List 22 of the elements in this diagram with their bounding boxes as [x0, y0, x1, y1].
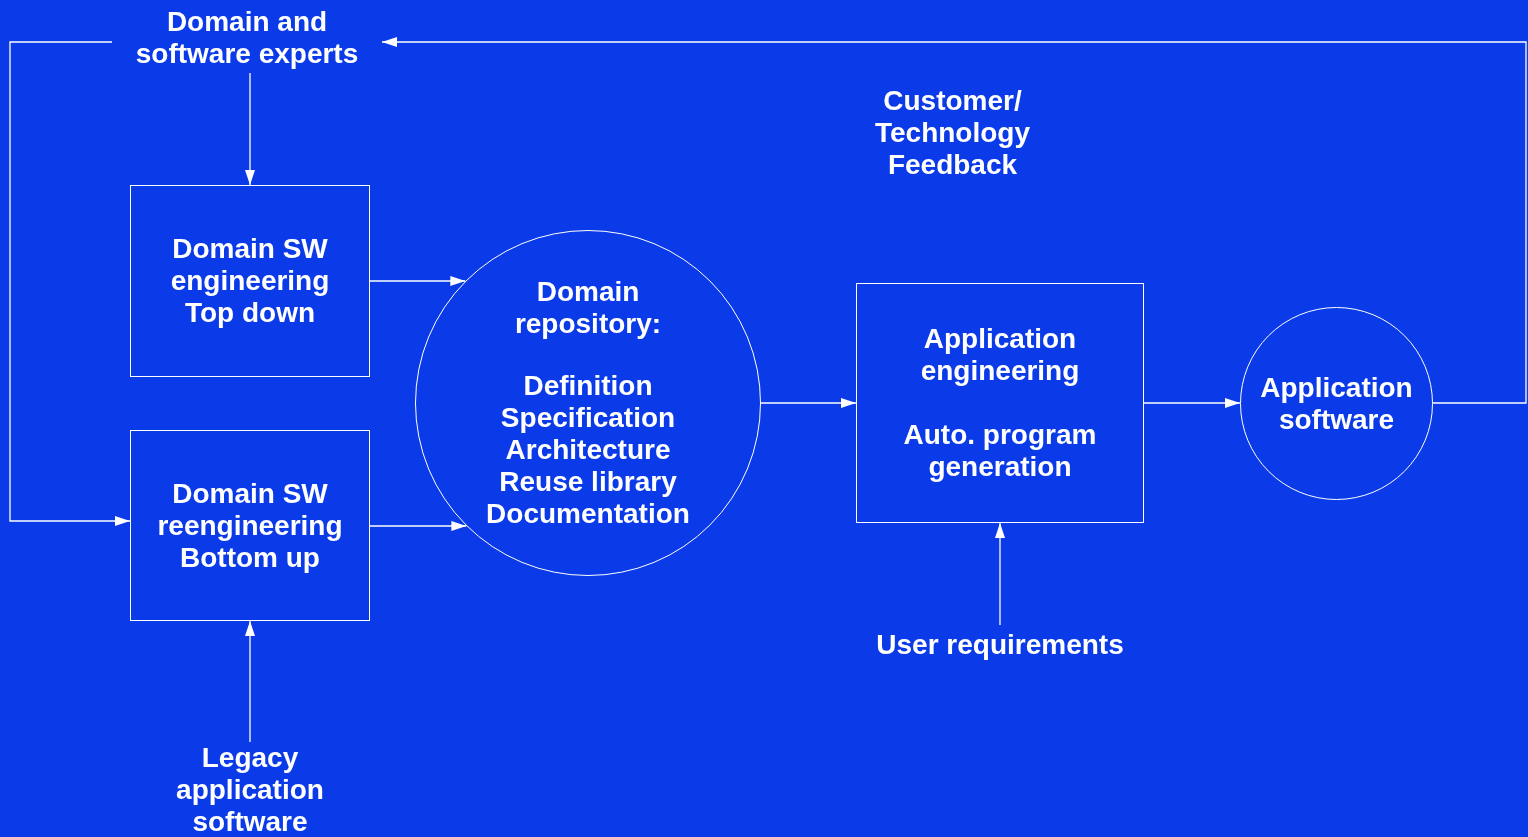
node-text: Application engineering — [919, 323, 1081, 387]
process-box — [856, 283, 1144, 523]
arrow — [9, 41, 131, 526]
node-text: Definition Specification Architecture Reuse library Documentation — [485, 370, 691, 530]
text-label: User requirements — [840, 625, 1160, 665]
process-box — [130, 185, 370, 377]
arrow — [381, 37, 1527, 404]
process-box — [130, 430, 370, 621]
text-label: Legacy application software — [140, 742, 360, 837]
node-text: Domain repository: — [513, 276, 663, 340]
arrow — [245, 620, 255, 743]
arrow — [760, 398, 857, 408]
text-label: Domain and software experts — [112, 3, 382, 73]
arrow — [245, 72, 255, 186]
node-text: Application software — [1259, 371, 1414, 436]
node-text: Domain SW reengineering Bottom up — [156, 477, 344, 574]
node-text: Domain SW engineering Top down — [169, 233, 331, 329]
arrow — [1143, 398, 1241, 408]
arrow — [369, 276, 466, 286]
arrow — [369, 521, 467, 531]
arrow — [995, 522, 1005, 626]
node-text: Auto. program generation — [902, 419, 1098, 483]
